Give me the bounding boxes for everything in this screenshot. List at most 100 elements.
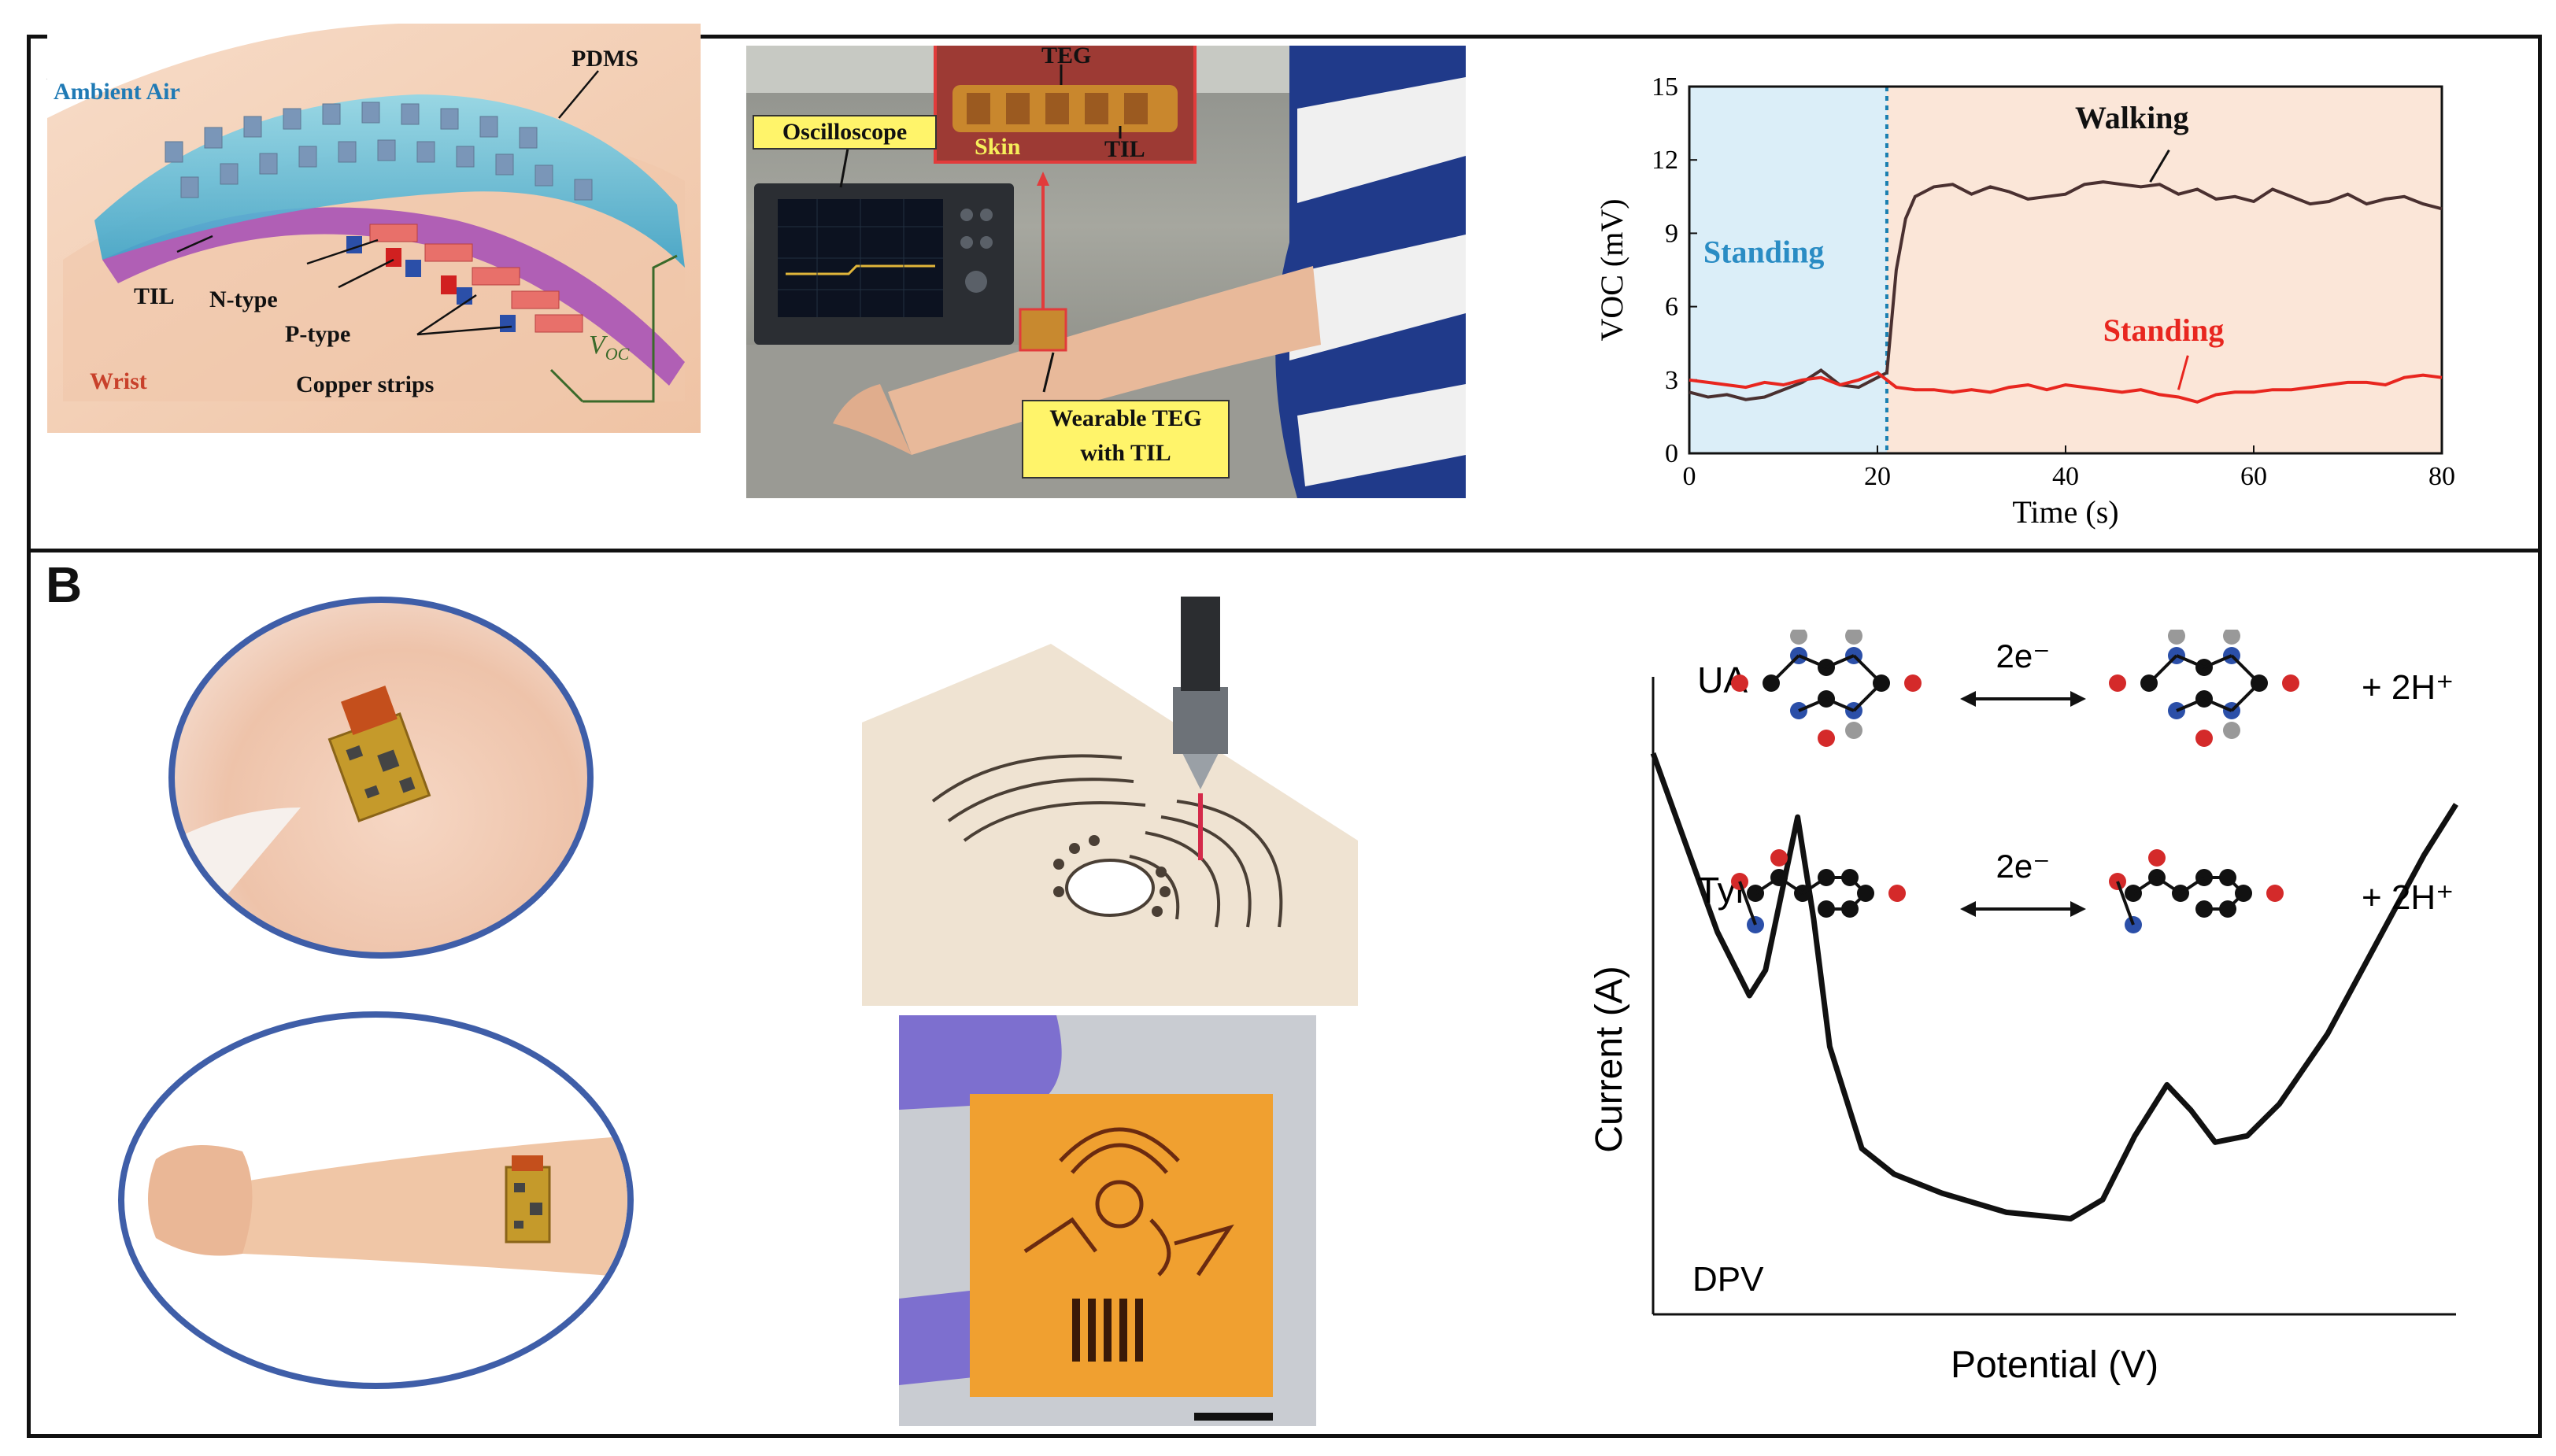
x-tick-label: 0 — [1683, 462, 1696, 491]
label-skin: Skin — [975, 134, 1021, 160]
label-ambient-air: Ambient Air — [54, 79, 180, 105]
wearable-line1: Wearable TEG — [1049, 405, 1202, 431]
bond — [1848, 876, 1867, 895]
label-wrist: Wrist — [90, 368, 147, 394]
series-line-walking — [1689, 180, 2443, 401]
atom — [2282, 674, 2299, 692]
bond — [1852, 682, 1883, 712]
arrow-head-left — [1960, 691, 1976, 707]
bond — [1825, 654, 1855, 669]
atom — [1731, 674, 1748, 692]
dpv-curve — [1650, 752, 2458, 1221]
bond — [1798, 654, 1827, 669]
sensor-scene — [899, 1015, 1273, 1421]
uric-acid-molecule — [1731, 630, 1922, 747]
arrow-head-right — [2070, 901, 2086, 917]
laser-engraving-illustration — [862, 597, 1358, 1006]
bond — [2176, 697, 2205, 712]
tyrosine-molecule — [2109, 849, 2284, 933]
atom — [2223, 722, 2240, 739]
atom — [1904, 674, 1922, 692]
electrons-label: 2e⁻ — [1996, 637, 2051, 674]
til-layer — [102, 207, 685, 386]
atom — [2266, 885, 2284, 902]
bond — [2230, 682, 2261, 712]
label-n-type: N-type — [209, 286, 278, 312]
annotation-standing-right: Standing — [2103, 312, 2224, 348]
x-tick-label: 60 — [2240, 462, 2267, 491]
thermoelectric-legs — [165, 102, 593, 333]
wearable-teg-photo: TEG Skin TIL Oscilloscope Wearable TEG w… — [746, 46, 1466, 498]
electrons-label: 2e⁻ — [1996, 848, 2051, 885]
bond — [1848, 892, 1867, 911]
neck-patch-photo — [168, 597, 594, 959]
bond — [1852, 654, 1883, 685]
y-tick-label: 9 — [1665, 219, 1678, 248]
bond — [2132, 876, 2158, 895]
bond — [2203, 697, 2232, 712]
product-extra-label: + 2H⁺ — [2362, 878, 2454, 917]
walking-region — [1886, 87, 2442, 453]
tyrosine-molecule — [1731, 849, 1906, 933]
label-p-type: P-type — [285, 321, 351, 347]
bond — [2176, 654, 2205, 669]
y-axis-label: Current (A) — [1589, 966, 1630, 1152]
atom — [1845, 722, 1862, 739]
bond — [2230, 654, 2261, 685]
label-pdms: PDMS — [571, 46, 638, 72]
bond — [2147, 654, 2178, 685]
annotation-standing-left: Standing — [1703, 235, 1824, 270]
product-extra-label: + 2H⁺ — [2362, 668, 2454, 707]
y-tick-label: 0 — [1665, 439, 1678, 468]
y-tick-label: 12 — [1652, 146, 1678, 175]
atom — [1790, 630, 1807, 645]
atom — [1818, 730, 1835, 747]
atom — [2109, 674, 2126, 692]
bond — [1825, 697, 1855, 712]
label-wearable-teg: Wearable TEG with TIL — [1022, 400, 1230, 479]
bond — [1754, 876, 1781, 895]
panel-b-letter: B — [46, 556, 83, 613]
arrow-head-left — [1960, 901, 1976, 917]
x-axis-label: Potential (V) — [1951, 1344, 2158, 1386]
neck-scene — [175, 603, 587, 952]
atom — [1888, 885, 1906, 902]
oscilloscope-device — [754, 183, 1014, 345]
bond — [2203, 654, 2232, 669]
y-tick-label: 3 — [1665, 366, 1678, 395]
atom — [1845, 630, 1862, 645]
x-axis-label: Time (s) — [2012, 494, 2118, 530]
standing-region — [1689, 87, 1887, 453]
photo-scene — [746, 46, 1466, 498]
annotation-walking: Walking — [2075, 100, 2189, 135]
bond — [2226, 876, 2245, 895]
label-til-inset: TIL — [1104, 136, 1145, 162]
bond — [1770, 654, 1800, 685]
bond — [1738, 881, 1757, 926]
atom — [2168, 630, 2185, 645]
series-line-standing — [1689, 371, 2443, 404]
label-oscilloscope: Oscilloscope — [753, 115, 937, 150]
label-copper-strips: Copper strips — [296, 371, 435, 397]
bond — [2116, 881, 2135, 926]
label-voc: VOC — [589, 331, 630, 364]
x-tick-label: 20 — [1864, 462, 1891, 491]
y-tick-label: 6 — [1665, 293, 1678, 322]
bond — [2226, 892, 2245, 911]
bond — [1777, 876, 1804, 895]
uric-acid-molecule — [2109, 630, 2299, 747]
atom — [1770, 849, 1788, 867]
label-teg: TEG — [1041, 46, 1092, 68]
x-tick-label: 40 — [2052, 462, 2079, 491]
atom — [2148, 849, 2166, 867]
bond — [1798, 697, 1827, 712]
atom — [2195, 730, 2213, 747]
label-til: TIL — [134, 283, 175, 309]
arrow-head-right — [2070, 691, 2086, 707]
bond — [2155, 876, 2182, 895]
wrist-scene — [148, 1136, 627, 1277]
bond — [2179, 876, 2206, 895]
wrist-patch-photo — [118, 1011, 634, 1389]
